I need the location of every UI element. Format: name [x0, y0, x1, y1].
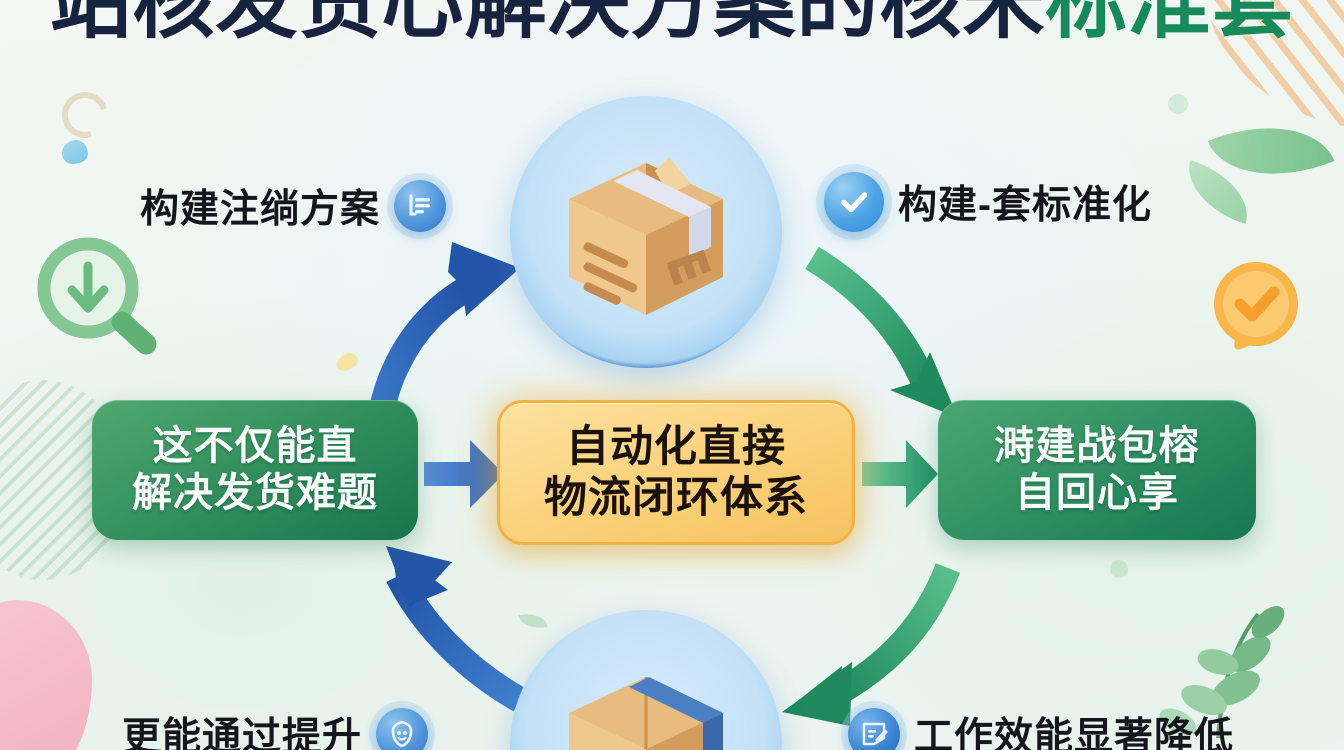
box-right[interactable]: 溡建战包榕 自回心享: [938, 400, 1256, 540]
box-center[interactable]: 自动化直接 物流闭环体系: [497, 400, 855, 545]
arrow-bottom-node-to-left-box: [386, 546, 527, 712]
label-top-left: 构建注绱方案: [140, 178, 447, 234]
arrow-center-box-to-right-box: [862, 440, 938, 508]
label-top-right: 构建-套标准化: [824, 172, 1152, 232]
package-box-icon: [569, 157, 723, 315]
arrow-right-box-to-bottom-node: [782, 563, 961, 726]
package-box-blue-strap-icon: [569, 677, 723, 750]
label-bottom-right-text: 工作效能显著降低: [914, 716, 1235, 750]
arrow-left-box-to-center-box: [424, 440, 504, 508]
label-top-right-text: 构建-套标准化: [898, 184, 1152, 227]
box-left[interactable]: 这不仅能直 解决发货难题: [92, 400, 418, 540]
document-lines-icon: [394, 180, 447, 232]
label-top-left-text: 构建注绱方案: [140, 188, 381, 231]
box-right-line1: 溡建战包榕: [994, 423, 1200, 468]
box-center-line2: 物流闭环体系: [544, 473, 808, 522]
box-left-line1: 这不仅能直: [152, 423, 358, 468]
package-node-bottom: [510, 610, 782, 750]
arrow-top-node-to-right-box: [805, 246, 958, 418]
box-center-line1: 自动化直接: [566, 422, 786, 471]
label-bottom-right: 工作效能显著降低: [848, 706, 1234, 750]
page-title-main: 站核发货心解决方案的核米: [49, 0, 1046, 48]
shield-face-icon: [376, 708, 429, 750]
box-left-line2: 解决发货难题: [132, 471, 378, 515]
check-circle-icon: [824, 172, 884, 232]
label-bottom-left: 更能通过提升: [122, 706, 429, 750]
label-bottom-left-text: 更能通过提升: [122, 716, 363, 750]
box-right-line2: 自回心享: [1015, 471, 1179, 515]
edit-note-icon: [848, 708, 900, 750]
page-title-accent: 标准套: [1045, 0, 1295, 48]
package-node-top: [510, 96, 782, 368]
page-title: 站核发货心解决方案的核米标准套: [0, 0, 1344, 46]
